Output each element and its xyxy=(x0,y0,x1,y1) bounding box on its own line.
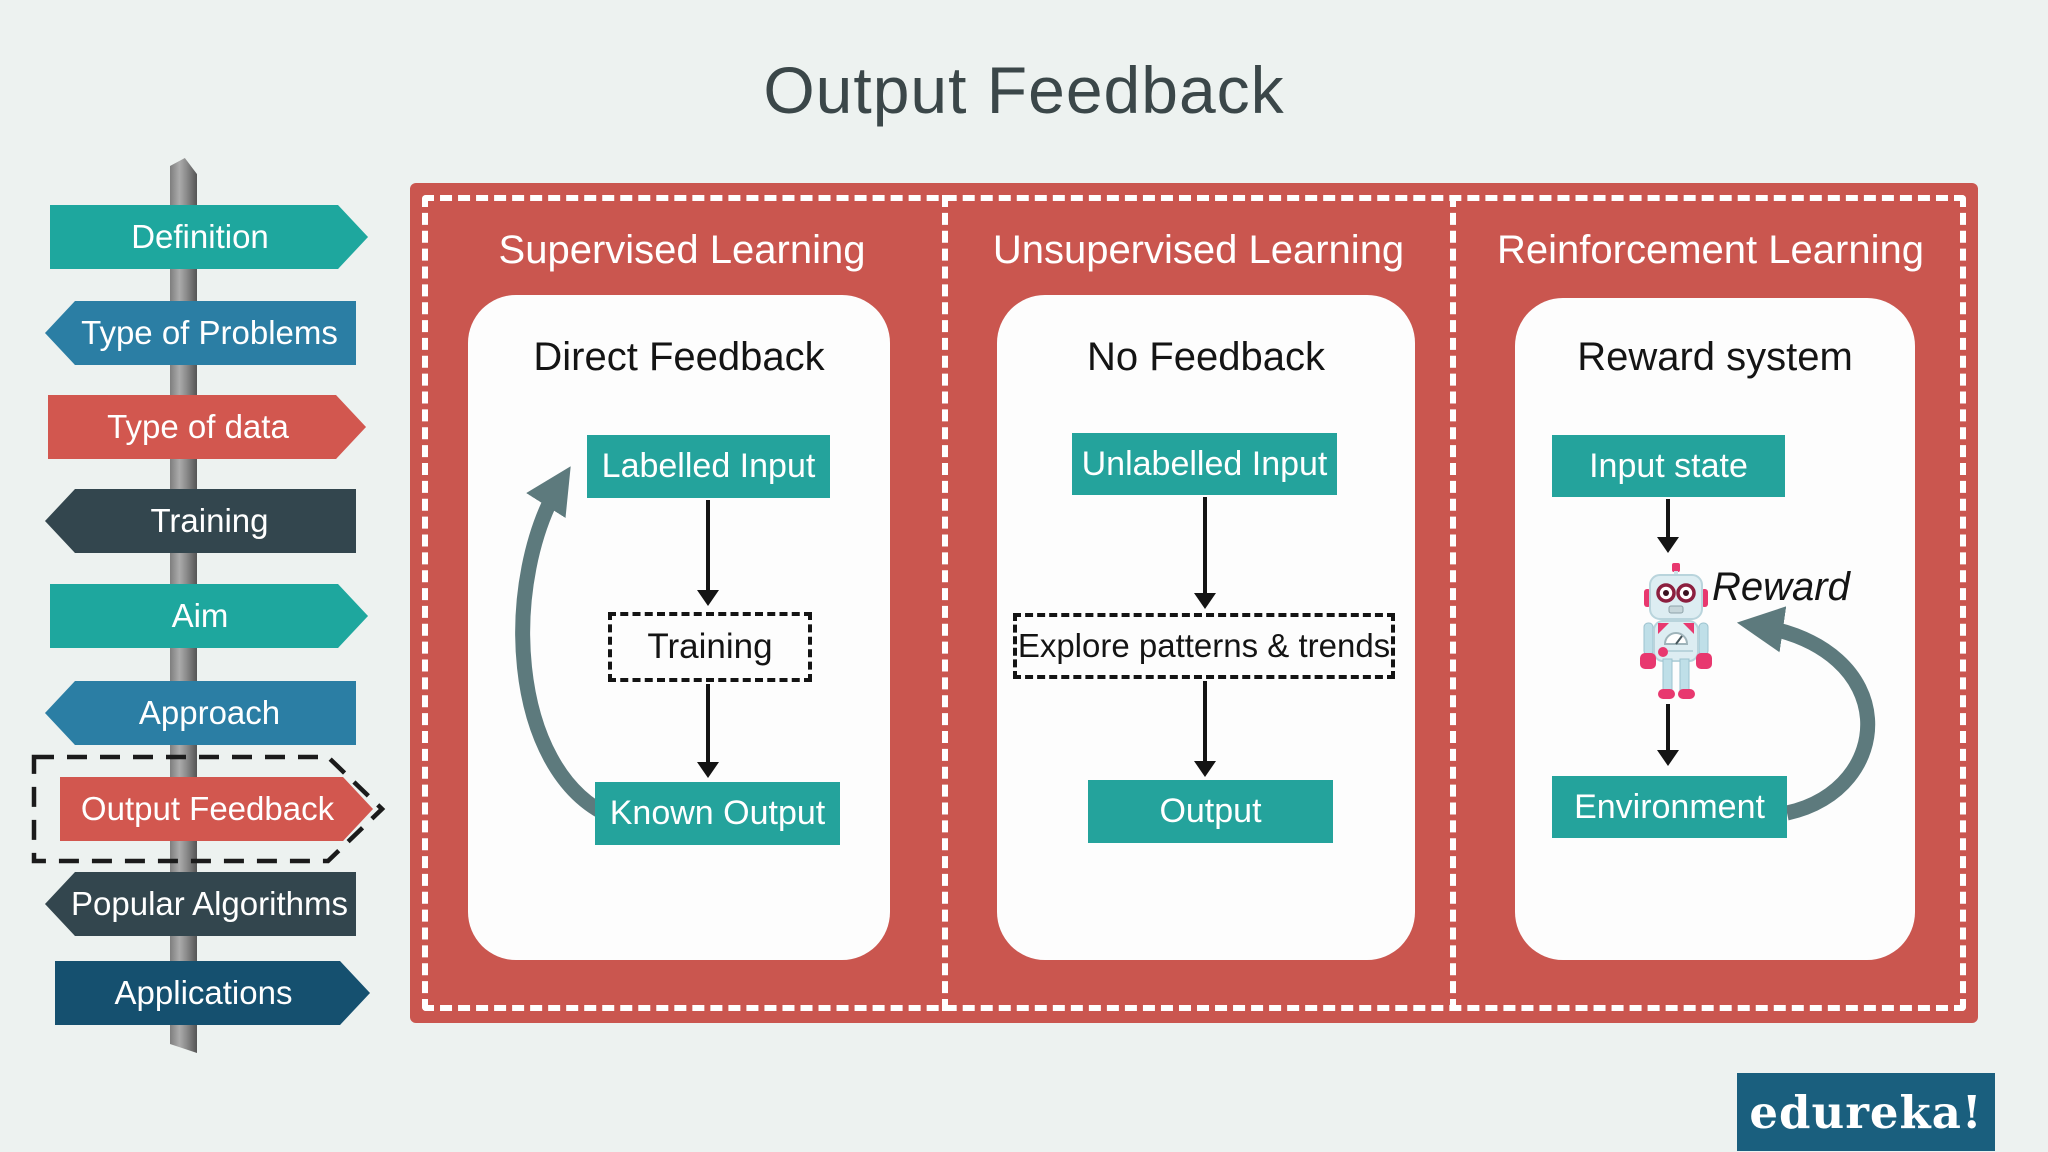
sidebar-item-label: Applications xyxy=(114,974,293,1011)
feedback-loop-arrow-icon xyxy=(515,466,614,823)
explore-patterns-box: Explore patterns & trends xyxy=(1013,613,1395,679)
training-box: Training xyxy=(608,612,812,682)
panel-divider xyxy=(942,195,948,1011)
flow-arrow xyxy=(1666,499,1670,539)
reinforcement-header: Reinforcement Learning xyxy=(1497,228,1924,272)
output-box: Output xyxy=(1088,780,1333,843)
reward-loop-arrow-icon xyxy=(1736,606,1876,821)
sidebar-item-approach[interactable]: Approach xyxy=(45,681,356,745)
flow-arrow xyxy=(1203,681,1207,763)
labelled-input-box: Labelled Input xyxy=(587,435,830,498)
flow-arrow xyxy=(1203,497,1207,595)
sidebar-item-type-of-problems[interactable]: Type of Problems xyxy=(45,301,356,365)
supervised-header: Supervised Learning xyxy=(498,228,866,272)
sidebar-item-type-of-data[interactable]: Type of data xyxy=(48,395,366,459)
flow-arrow xyxy=(706,684,710,764)
edureka-logo-text: edureka! xyxy=(1749,1085,1983,1139)
sidebar-item-label: Training xyxy=(150,502,269,539)
sidebar-item-popular-algorithms[interactable]: Popular Algorithms xyxy=(45,872,356,936)
edureka-logo: edureka! xyxy=(1737,1073,1995,1151)
sidebar-item-training[interactable]: Training xyxy=(45,489,356,553)
flow-arrow xyxy=(706,500,710,592)
page-title: Output Feedback xyxy=(763,53,1285,127)
sidebar-item-aim[interactable]: Aim xyxy=(50,584,368,648)
reward-label: Reward xyxy=(1712,565,1850,609)
sidebar-item-label: Popular Algorithms xyxy=(71,885,348,922)
sidebar-item-label: Output Feedback xyxy=(80,790,335,827)
environment-box: Environment xyxy=(1552,776,1787,838)
input-state-box: Input state xyxy=(1552,435,1785,497)
sidebar-item-label: Definition xyxy=(131,218,269,255)
panel-divider xyxy=(1450,195,1456,1011)
sidebar-item-label: Type of Problems xyxy=(81,314,338,351)
robot-icon xyxy=(1640,563,1712,699)
sidebar-item-label: Approach xyxy=(138,694,281,731)
comparison-panel: Supervised Learning Unsupervised Learnin… xyxy=(410,183,1978,1023)
supervised-feedback-type: Direct Feedback xyxy=(533,335,825,379)
reinforcement-card xyxy=(1515,298,1915,960)
unlabelled-input-box: Unlabelled Input xyxy=(1072,433,1337,495)
sidebar-item-output-feedback[interactable]: Output Feedback xyxy=(60,777,373,841)
active-item-outline-icon xyxy=(31,754,386,864)
sidebar-item-label: Type of data xyxy=(107,408,289,445)
reinforcement-feedback-type: Reward system xyxy=(1577,335,1853,379)
unsupervised-feedback-type: No Feedback xyxy=(1087,335,1325,379)
known-output-box: Known Output xyxy=(595,782,840,845)
sidebar-item-applications[interactable]: Applications xyxy=(55,961,370,1025)
flow-arrow xyxy=(1666,704,1670,752)
sidebar-item-label: Aim xyxy=(171,597,229,634)
unsupervised-header: Unsupervised Learning xyxy=(992,228,1405,272)
sidebar-item-definition[interactable]: Definition xyxy=(50,205,368,269)
